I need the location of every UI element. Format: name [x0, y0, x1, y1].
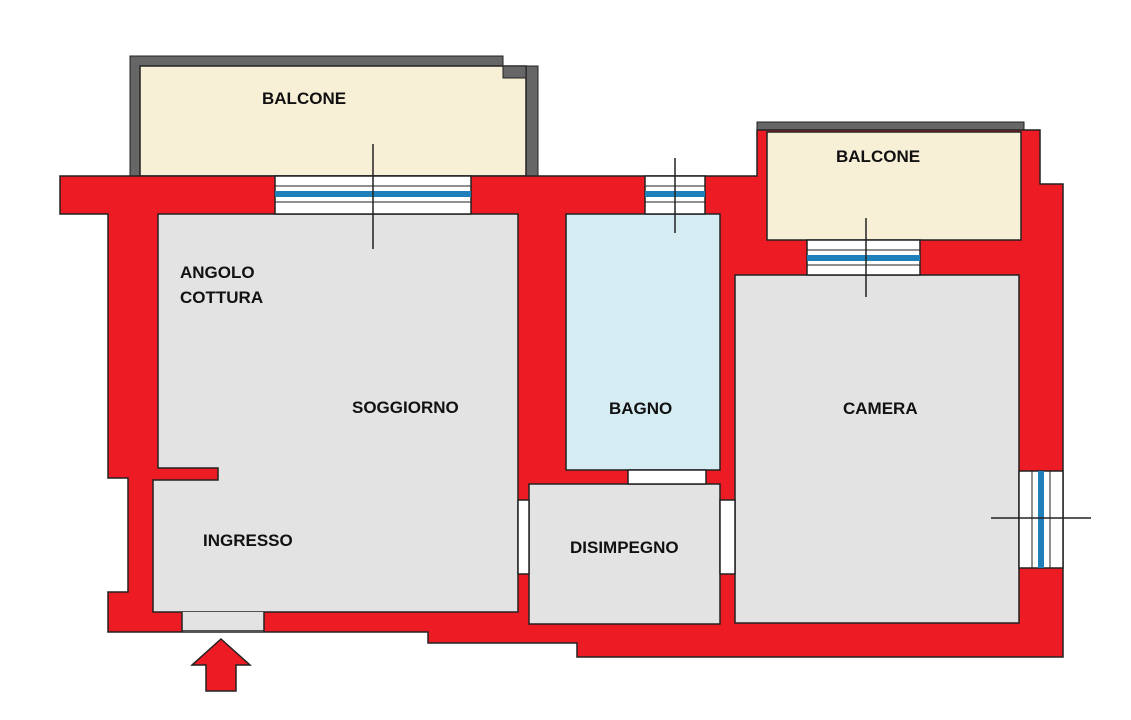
label-disimpegno: DISIMPEGNO — [570, 538, 679, 557]
label-balcone-right: BALCONE — [836, 147, 920, 166]
label-cottura: COTTURA — [180, 288, 263, 307]
window-camera-balcony — [806, 218, 921, 297]
bagno-floor — [565, 213, 721, 471]
balcony-left — [129, 55, 539, 177]
doors — [517, 469, 736, 575]
door-camera — [719, 499, 736, 575]
entrance-threshold — [182, 612, 264, 632]
arrow-up-icon — [190, 637, 252, 692]
camera-floor — [734, 274, 1020, 624]
balcony-left-corner — [502, 65, 527, 79]
balcony-right-floor-over — [766, 131, 1022, 241]
balcony-left-floor — [139, 65, 527, 177]
window-camera-side — [991, 470, 1091, 569]
label-ingresso: INGRESSO — [203, 531, 293, 550]
label-angolo: ANGOLO — [180, 263, 255, 282]
label-camera: CAMERA — [843, 399, 918, 418]
windows — [274, 144, 1091, 569]
door-bagno — [627, 469, 707, 485]
door-soggiorno-disimpegno — [517, 499, 530, 575]
window-soggiorno — [274, 144, 472, 249]
disimpegno-floor — [528, 483, 721, 625]
window-bagno — [644, 158, 706, 233]
entrance — [181, 612, 265, 632]
label-balcone-left: BALCONE — [262, 89, 346, 108]
label-soggiorno: SOGGIORNO — [352, 398, 459, 417]
rooms — [152, 213, 1020, 625]
soggiorno-floor — [152, 213, 519, 613]
label-bagno: BAGNO — [609, 399, 672, 418]
room-labels: BALCONE BALCONE ANGOLO COTTURA SOGGIORNO… — [180, 89, 920, 557]
